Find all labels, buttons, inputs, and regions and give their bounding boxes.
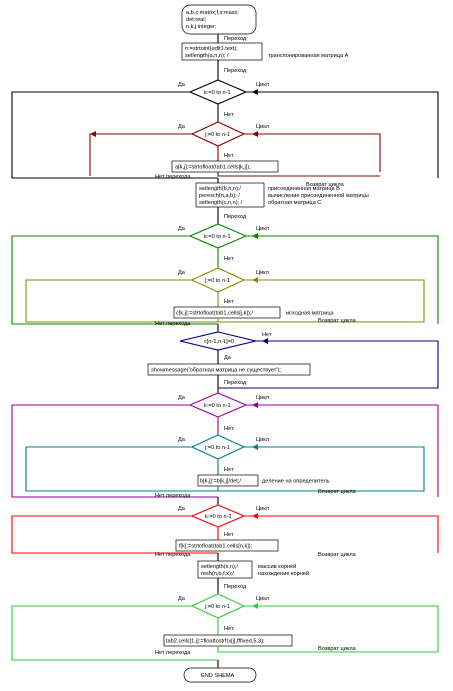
divide-block: [197, 474, 259, 487]
loop-j-2-label: j:=0 to n-1: [204, 278, 230, 284]
loop-j-3-label: j:=0 to n-1: [204, 445, 230, 451]
resh-line-2: resh(n,b,f,x);/: [201, 571, 234, 577]
resh-line-1: setlength(x,n);/: [201, 564, 238, 570]
output-label: tab2.cells[1,j]:=floattostrf(x[j],fffixe…: [166, 639, 265, 645]
loop-2-no: Нет: [224, 256, 234, 262]
loop-2-return: Возврат цикла: [318, 318, 357, 324]
proc-line-2: peresch(n,a,b); /: [199, 193, 240, 199]
loop-3-inner-cycle: Цикл: [256, 437, 269, 443]
loop-4-return: Возврат цикла: [318, 552, 357, 558]
loop-3-yes: Да: [178, 395, 186, 401]
read-c-label: c[k,j]:=strtofloat(tab1.cells[j,k]);/: [176, 311, 253, 317]
transition-label-2: Переход: [224, 68, 247, 74]
loop-3-no-transition: Нет перехода: [155, 493, 191, 499]
loop-1-no-transition: Нет перехода: [155, 174, 191, 180]
loop-2-inner-no: Нет: [224, 299, 234, 305]
condition-no: Нет: [262, 332, 272, 338]
proc-note-2: вычисление присоединенной матрицы: [268, 192, 369, 199]
init-note: транспонированная матрица А: [268, 53, 349, 59]
condition-label: c[n-1,n-1]=0: [204, 339, 234, 345]
read-c-note: исходная матрица: [286, 311, 335, 317]
loop-5-yes: Да: [178, 596, 186, 602]
loop-4-cycle: Цикл: [256, 506, 269, 512]
loop-1-cycle: Цикл: [256, 82, 269, 88]
loop-3-inner-yes: Да: [178, 437, 186, 443]
read-f-label: f[k]:=strtofloat(tab1.cells[n,k]);: [179, 544, 253, 550]
condition-yes: Да: [224, 355, 232, 361]
loop-k-3-label: k:=0 to n-1: [204, 403, 231, 409]
init-block: [181, 42, 263, 61]
loop-2-inner-cycle: Цикл: [256, 270, 269, 276]
loop-k-4-label: k:=0 to n-1: [205, 514, 232, 520]
read-c-block: [173, 306, 281, 319]
proc-line-1: setlength(b,n,n);/: [199, 186, 241, 192]
loop-5-no: Нет: [224, 626, 234, 632]
loop-3-no: Нет: [224, 426, 234, 432]
end-label: END SHEMA: [201, 673, 235, 679]
proc-note-3: обратная матрица С: [268, 200, 321, 206]
init-line-2: setlength(a,n,n); /: [185, 53, 229, 59]
transition-label-4: Переход: [224, 380, 247, 386]
loop-2-cycle: Цикл: [256, 226, 269, 232]
decl-line-3: n,k,j:integer;: [186, 24, 217, 30]
loop-4-no: Нет: [224, 532, 234, 538]
message-label: showmessage('обратная матрица не существ…: [151, 368, 281, 374]
loop-j-4-label: j:=0 to n-1: [204, 604, 230, 610]
message-block: [147, 363, 311, 376]
loop-3-return: Возврат цикла: [318, 489, 357, 495]
loop-2-no-transition: Нет перехода: [155, 321, 191, 327]
loop-1-return: Возврат цикла: [306, 182, 345, 188]
init-line-1: n:=strtoint(edit1.text);: [185, 46, 238, 52]
end-block: [183, 667, 257, 683]
resh-note-1: массив корней: [258, 563, 296, 570]
transition-label-3: Переход: [224, 214, 247, 220]
loop-1-inner-cycle: Цикл: [256, 124, 269, 130]
loop-4-yes: Да: [178, 506, 186, 512]
divide-note: деление на определитель: [262, 479, 330, 485]
proc-note-1: присоединенная матрица В: [268, 186, 340, 192]
declarations-block: [181, 4, 257, 35]
loop-k-1-label: k:=0 to n-1: [204, 90, 231, 96]
loop-5-return: Возврат цикла: [318, 646, 357, 652]
loop-1-inner-yes: Да: [178, 124, 186, 130]
loop-1-no: Нет: [224, 112, 234, 118]
output-block: [163, 634, 293, 647]
proc-line-3: setlength(c,n,n); /: [199, 200, 243, 206]
read-a-label: a[k,j]:=strtofloat(tab1.cells[k,j]);: [175, 165, 251, 171]
loop-k-2-label: k:=0 to n-1: [204, 234, 231, 240]
transition-label-5: Переход: [224, 584, 247, 590]
loop-2-inner-yes: Да: [178, 270, 186, 276]
loop-1-yes: Да: [178, 82, 186, 88]
divide-label: b[k,j]:=b[k,j]/det;/: [200, 479, 241, 485]
loop-3-inner-no: Нет: [224, 467, 234, 473]
resh-block: [197, 560, 253, 579]
read-f-block: [175, 539, 279, 552]
resh-note-2: нахождение корней: [258, 570, 309, 577]
read-a-block: [171, 160, 279, 173]
loop-1-inner-no: Нет: [224, 153, 234, 159]
peresch-block: [195, 182, 265, 208]
decl-line-1: a,b,c:matrix;f,x:mass;: [186, 10, 239, 16]
loop-4-no-transition: Нет перехода: [155, 552, 191, 558]
loop-3-cycle: Цикл: [256, 395, 269, 401]
loop-5-cycle: Цикл: [256, 596, 269, 602]
decl-line-2: det:real;: [186, 17, 207, 23]
transition-label-1: Переход: [224, 36, 247, 42]
loop-2-yes: Да: [178, 226, 186, 232]
loop-5-no-transition: Нет перехода: [155, 650, 191, 656]
loop-j-1-label: j:=0 to n-1: [204, 132, 230, 138]
